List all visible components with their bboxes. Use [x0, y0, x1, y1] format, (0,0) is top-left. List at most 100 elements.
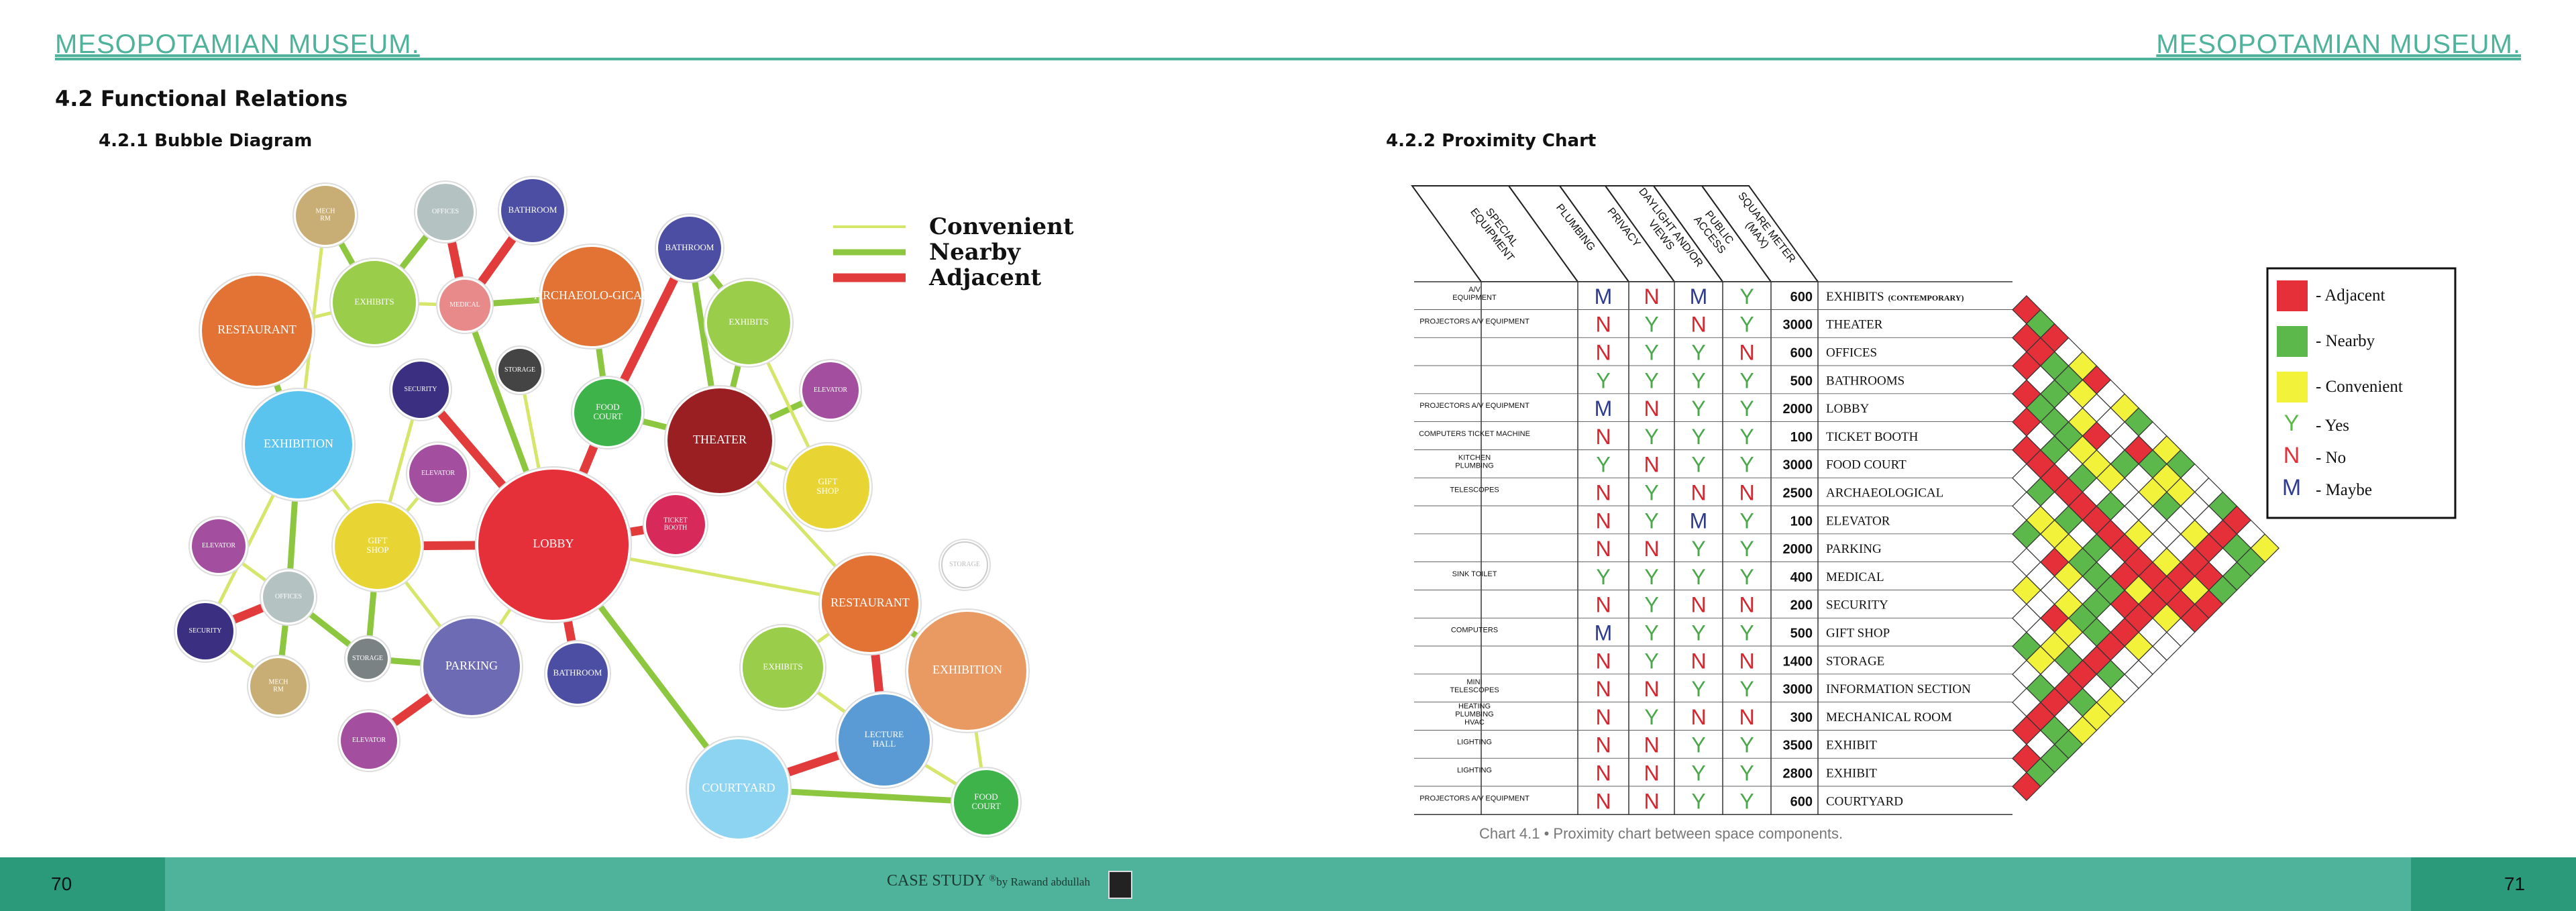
bubble-offices: OFFICES — [414, 180, 477, 244]
section-title: 4.2 Functional Relations — [55, 86, 348, 111]
bubble-courtyard: COURTYARD — [686, 736, 792, 839]
equipment-label: LIGHTING — [1457, 739, 1492, 747]
square-meter-value: 2500 — [1783, 486, 1813, 501]
bubble-label: BATHROOM — [665, 242, 714, 252]
equipment-label: TELESCOPES — [1450, 486, 1499, 494]
bubble-label: ELEVATOR — [814, 386, 848, 394]
bubble-label: ELEVATOR — [352, 737, 386, 744]
bubble-exhibition: EXHIBITION — [241, 388, 356, 502]
bubble-label: ARCHAEOLO-GICAL — [534, 288, 649, 302]
header-title-left: MESOPOTAMIAN MUSEUM. — [55, 30, 420, 59]
credit-by: ®by Rawand abdullah — [989, 873, 1090, 888]
attribute-letter: N — [1739, 649, 1754, 673]
attribute-letter: N — [1644, 677, 1659, 701]
attribute-letter: N — [1595, 508, 1611, 533]
attribute-letter: Y — [1691, 341, 1705, 365]
legend-label: - No — [2316, 449, 2346, 467]
bubble-label: STORAGE — [949, 561, 980, 568]
bubble-storage: STORAGE — [495, 345, 545, 395]
square-meter-value: 600 — [1790, 290, 1813, 305]
attribute-letter: Y — [1596, 368, 1610, 392]
attribute-letter: Y — [1691, 761, 1705, 786]
legend-label-adjacent: Adjacent — [928, 264, 1042, 291]
bubble-security: SECURITY — [389, 358, 452, 421]
attribute-letter: Y — [1739, 396, 1754, 421]
space-name: GIFT SHOP — [1826, 627, 1890, 641]
attribute-letter: Y — [1644, 593, 1658, 617]
attribute-letter: N — [1595, 313, 1611, 337]
attribute-letter: Y — [1644, 649, 1658, 673]
attribute-letter: Y — [1739, 537, 1754, 561]
bubble-storage: STORAGE — [938, 539, 991, 591]
legend-letter: M — [2282, 475, 2301, 500]
bubble-bathroom: BATHROOM — [544, 640, 611, 707]
bubble-exhibits: EXHIBITS — [739, 624, 826, 711]
square-meter-value: 500 — [1790, 627, 1813, 641]
bubble-label: OFFICES — [432, 208, 459, 215]
bubble-label: ELEVATOR — [421, 470, 455, 477]
attribute-letter: N — [1595, 425, 1611, 449]
bubble-label: BATHROOM — [553, 667, 602, 678]
bubble-elevator: ELEVATOR — [799, 359, 862, 422]
attribute-letter: N — [1739, 593, 1754, 617]
bubble-label: COURTYARD — [702, 781, 775, 794]
header-title-right: MESOPOTAMIAN MUSEUM. — [2156, 30, 2521, 59]
square-meter-value: 200 — [1790, 598, 1813, 613]
legend-label: - Nearby — [2316, 332, 2375, 350]
space-name: PARKING — [1826, 542, 1882, 556]
bubble-theater: THEATER — [664, 385, 775, 496]
equipment-label: PROJECTORS A/V EQUIPMENT — [1419, 794, 1529, 802]
attribute-letter: Y — [1596, 565, 1610, 589]
bubble-label: STORAGE — [352, 655, 383, 662]
space-name: STORAGE — [1826, 654, 1884, 668]
equipment-label: COMPUTERS TICKET MACHINE — [1419, 430, 1530, 438]
square-meter-value: 2800 — [1783, 767, 1813, 782]
bubble-label: MEDICAL — [449, 301, 480, 309]
square-meter-value: 2000 — [1783, 542, 1813, 557]
attribute-letter: N — [1595, 761, 1611, 786]
attribute-letter: Y — [1739, 565, 1754, 589]
attribute-letter: Y — [1644, 705, 1658, 729]
bubble-label: LOBBY — [533, 537, 574, 550]
attribute-letter: M — [1690, 508, 1708, 533]
bubble-elevator: ELEVATOR — [189, 516, 249, 576]
space-name: OFFICES — [1826, 346, 1877, 360]
credit-main: CASE STUDY — [887, 872, 985, 890]
square-meter-value: 3000 — [1783, 682, 1813, 697]
bubble-lobby: LOBBY — [475, 466, 632, 623]
legend-label: - Yes — [2316, 417, 2349, 435]
header-rule — [55, 58, 2521, 60]
attribute-letter: Y — [1644, 481, 1658, 505]
space-name: EXHIBIT — [1826, 739, 1877, 753]
bubble-label: EXHIBITION — [264, 437, 333, 450]
bubble-label: PARKING — [445, 659, 498, 672]
attribute-letter: N — [1690, 313, 1706, 337]
square-meter-value: 600 — [1790, 346, 1813, 361]
bubble-label: STORAGE — [504, 366, 535, 374]
attribute-letter: Y — [1644, 508, 1658, 533]
attribute-letter: N — [1595, 733, 1611, 757]
attribute-letter: N — [1595, 705, 1611, 729]
equipment-label: SINK TOILET — [1452, 570, 1497, 578]
attribute-letter: Y — [1644, 565, 1658, 589]
page-number-right: 71 — [2504, 873, 2525, 894]
attribute-letter: Y — [1739, 425, 1754, 449]
attribute-letter: N — [1644, 733, 1659, 757]
attribute-letter: Y — [1644, 368, 1658, 392]
space-name: INFORMATION SECTION — [1826, 682, 1971, 696]
attribute-letter: N — [1595, 677, 1611, 701]
